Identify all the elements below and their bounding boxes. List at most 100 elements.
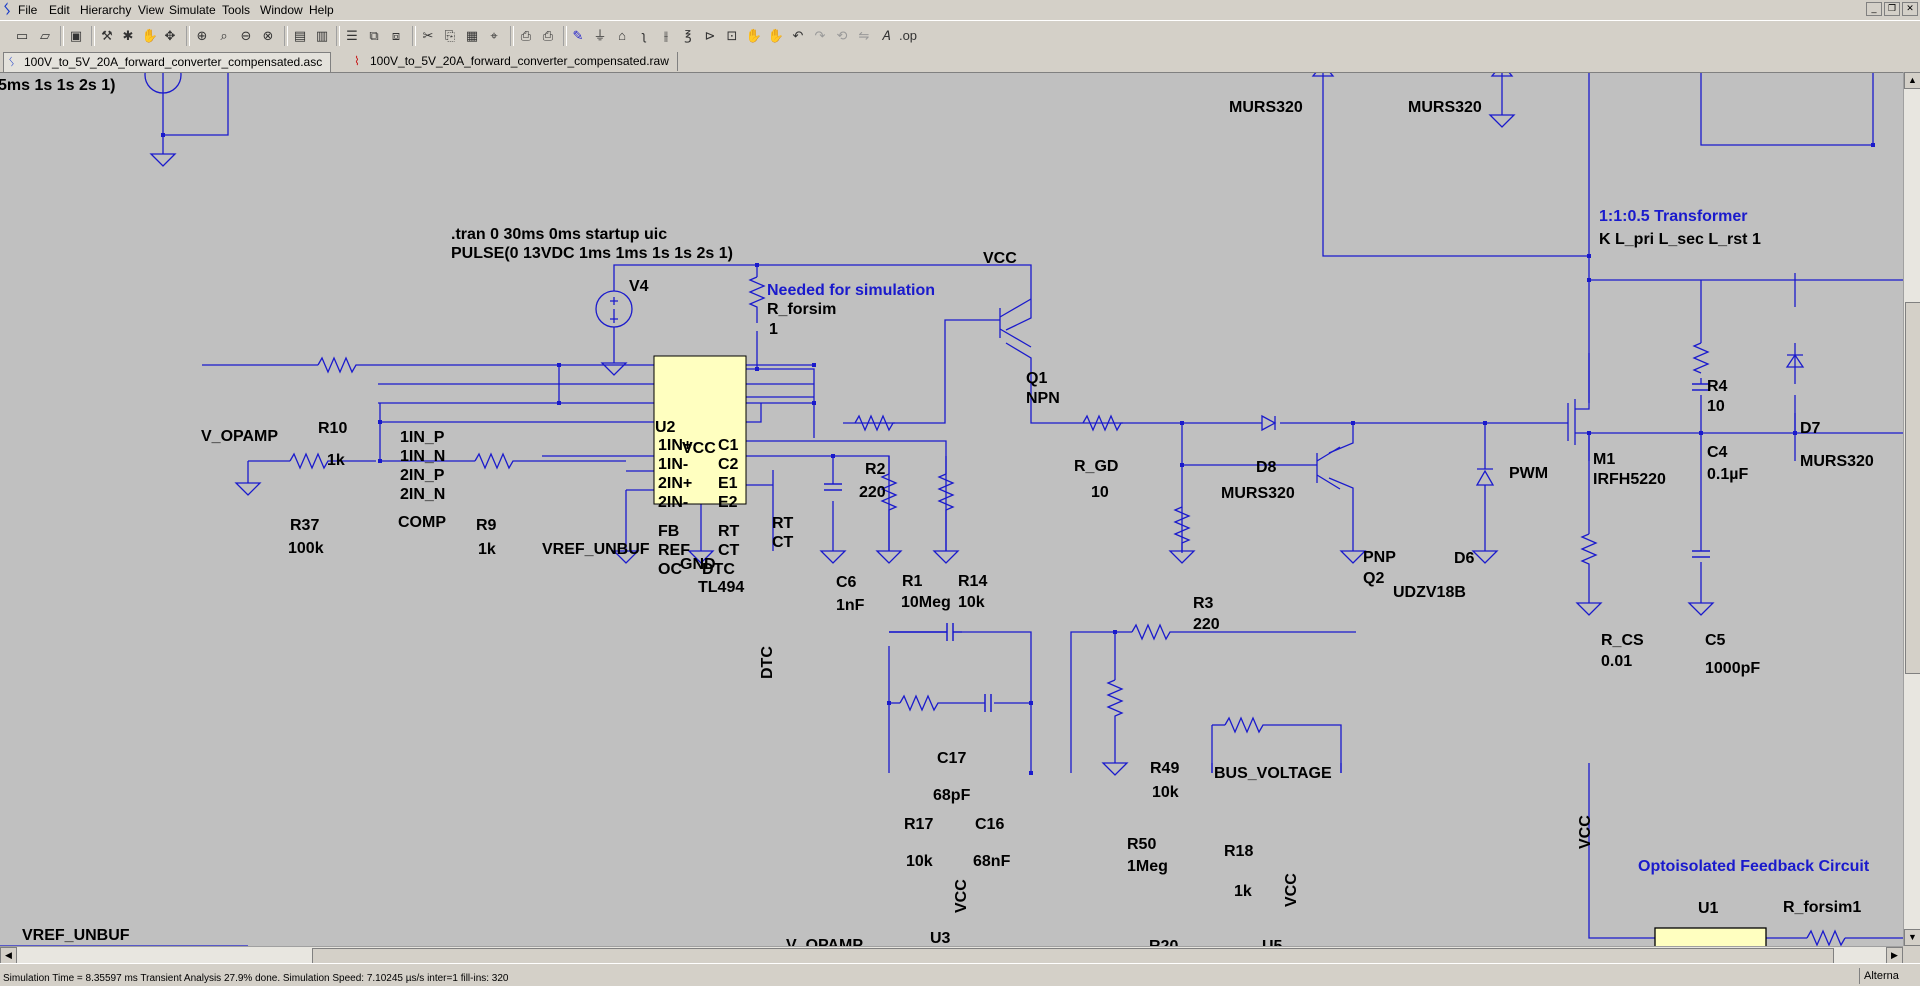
zoom-cancel-icon[interactable]: ⊗ xyxy=(262,28,274,43)
capacitor-symbols xyxy=(824,383,1710,712)
r9-symbol xyxy=(474,452,515,470)
drag-hand-icon[interactable]: ✋ xyxy=(767,28,785,43)
close-icon[interactable]: ✕ xyxy=(1902,2,1918,16)
ground-symbols xyxy=(149,114,1715,776)
delete-trace-icon[interactable]: ▥ xyxy=(315,28,329,43)
scroll-down-icon[interactable]: ▼ xyxy=(1904,929,1920,946)
r20-label: R20 xyxy=(1149,938,1178,947)
menu-view[interactable]: View xyxy=(138,3,164,17)
scroll-left-icon[interactable]: ◀ xyxy=(0,947,17,964)
r3-label: R3 xyxy=(1193,595,1214,612)
u2-pin-e2: E2 xyxy=(718,494,738,511)
rotate-icon[interactable]: ⟲ xyxy=(836,28,848,43)
menu-tools[interactable]: Tools xyxy=(222,3,251,17)
wire-pencil-icon[interactable]: ✎ xyxy=(572,28,584,43)
u2-pin-c1: C1 xyxy=(718,437,739,454)
tab-schematic-label: 100V_to_5V_20A_forward_converter_compens… xyxy=(24,55,323,69)
control-panel-icon[interactable]: ⚒ xyxy=(101,28,113,43)
u2-tl494-chip xyxy=(653,355,747,505)
scroll-right-icon[interactable]: ▶ xyxy=(1886,947,1903,964)
tab-waveform[interactable]: ⌇ 100V_to_5V_20A_forward_converter_compe… xyxy=(350,52,678,71)
inductor-icon[interactable]: ℥ xyxy=(684,28,692,43)
paste-icon[interactable]: ▦ xyxy=(465,28,479,43)
open-folder-icon[interactable]: ▱ xyxy=(40,28,50,43)
cascade-icon[interactable]: ⧈ xyxy=(391,28,401,43)
schematic-drawing[interactable]: 5ms 1s 1s 2s 1) MURS320 MURS320 1:1:0.5 … xyxy=(0,73,1903,947)
halt-icon[interactable]: ✋ xyxy=(141,28,159,43)
zoom-in-icon[interactable]: ⊕ xyxy=(196,28,208,43)
menu-help[interactable]: Help xyxy=(309,3,334,17)
menu-hierarchy[interactable]: Hierarchy xyxy=(80,3,132,17)
ground-icon[interactable]: ⏚ xyxy=(593,28,607,43)
vertical-scrollbar[interactable]: ▲ ▼ xyxy=(1903,72,1920,946)
r-cs-symbol xyxy=(1580,533,1598,568)
r17-value: 10k xyxy=(906,853,933,870)
r-cs-label: R_CS xyxy=(1601,632,1644,649)
print-preview-icon[interactable]: ⎙ xyxy=(520,28,532,43)
u5-vcc-label: VCC xyxy=(1283,873,1300,907)
ltspice-app-icon[interactable]: ᛊ xyxy=(3,1,12,17)
schematic-canvas[interactable]: 5ms 1s 1s 2s 1) MURS320 MURS320 1:1:0.5 … xyxy=(0,72,1903,947)
r17-label: R17 xyxy=(904,816,933,833)
autorange-icon[interactable]: ▤ xyxy=(293,28,307,43)
horizontal-scroll-thumb[interactable] xyxy=(312,948,1834,964)
vref-unbuf-net-label: VREF_UNBUF xyxy=(542,541,650,558)
menu-file[interactable]: File xyxy=(18,3,38,17)
r-gd-label: R_GD xyxy=(1074,458,1118,475)
d8-part: MURS320 xyxy=(1221,485,1295,502)
component-icon[interactable]: ⊡ xyxy=(726,28,738,43)
u2-pin-1in-plus: 1IN+ xyxy=(658,437,692,454)
u3-vcc-label: VCC xyxy=(953,879,970,913)
document-tabs: ᛊ 100V_to_5V_20A_forward_converter_compe… xyxy=(0,51,1920,72)
text-icon[interactable]: 𝐴 xyxy=(881,28,891,43)
tab-schematic[interactable]: ᛊ 100V_to_5V_20A_forward_converter_compe… xyxy=(3,52,332,72)
diode-icon[interactable]: ⊳ xyxy=(704,28,716,43)
u2-pin-c2: C2 xyxy=(718,456,739,473)
capacitor-icon[interactable]: ⫲ xyxy=(663,28,669,43)
r4-symbol xyxy=(1692,342,1710,374)
vertical-scroll-thumb[interactable] xyxy=(1905,302,1920,674)
print-icon[interactable]: ⎙ xyxy=(542,28,554,43)
undo-icon[interactable]: ↶ xyxy=(792,28,804,43)
tile-vertical-icon[interactable]: ⧉ xyxy=(369,28,379,43)
junction-dots xyxy=(161,133,1875,775)
r1-value: 10Meg xyxy=(901,594,951,611)
r3-value: 220 xyxy=(1193,616,1220,633)
redo-icon[interactable]: ↷ xyxy=(814,28,826,43)
restore-icon[interactable]: ❐ xyxy=(1884,2,1900,16)
c5-label: C5 xyxy=(1705,632,1726,649)
zoom-out-icon[interactable]: ⊖ xyxy=(240,28,252,43)
copy-icon[interactable]: ⎘ xyxy=(444,28,456,43)
tile-horizontal-icon[interactable]: ☰ xyxy=(346,28,358,43)
move-hand-icon[interactable]: ✋ xyxy=(745,28,763,43)
diode-top-a-symbol xyxy=(1311,73,1335,77)
minimize-icon[interactable]: _ xyxy=(1866,2,1882,16)
u2-pin-2in-minus: 2IN- xyxy=(658,494,688,511)
mirror-icon[interactable]: ⇋ xyxy=(858,28,870,43)
c4-symbol xyxy=(1692,383,1710,391)
new-schematic-icon[interactable]: ▭ xyxy=(15,28,29,43)
menu-simulate[interactable]: Simulate xyxy=(169,3,216,17)
find-icon[interactable]: ⌖ xyxy=(490,28,498,43)
menu-edit[interactable]: Edit xyxy=(49,3,70,17)
status-bar: Simulation Time = 8.35597 ms Transient A… xyxy=(0,963,1920,986)
save-icon[interactable]: ▣ xyxy=(69,28,83,43)
menu-window[interactable]: Window xyxy=(260,3,303,17)
label-net-icon[interactable]: ⌂ xyxy=(618,28,626,43)
pan-icon[interactable]: ✥ xyxy=(164,28,176,43)
resistor-icon[interactable]: ʅ xyxy=(642,28,646,43)
run-icon[interactable]: ✱ xyxy=(122,28,134,43)
horizontal-scrollbar[interactable]: ◀ ▶ xyxy=(0,946,1903,964)
q1-type: NPN xyxy=(1026,390,1060,407)
cut-icon[interactable]: ✂ xyxy=(422,28,434,43)
r18-label: R18 xyxy=(1224,843,1253,860)
2in-p-net-label: 2IN_P xyxy=(400,467,445,484)
zoom-fit-icon[interactable]: ⌕ xyxy=(220,28,228,43)
resistor-symbols xyxy=(289,276,1846,947)
scroll-up-icon[interactable]: ▲ xyxy=(1904,72,1920,89)
spice-directive-icon[interactable]: .op xyxy=(898,28,918,43)
optoisolated-comment: Optoisolated Feedback Circuit xyxy=(1638,858,1870,875)
1in-p-net-label: 1IN_P xyxy=(400,429,445,446)
r17-symbol xyxy=(899,694,947,712)
r10-label: R10 xyxy=(318,420,347,437)
